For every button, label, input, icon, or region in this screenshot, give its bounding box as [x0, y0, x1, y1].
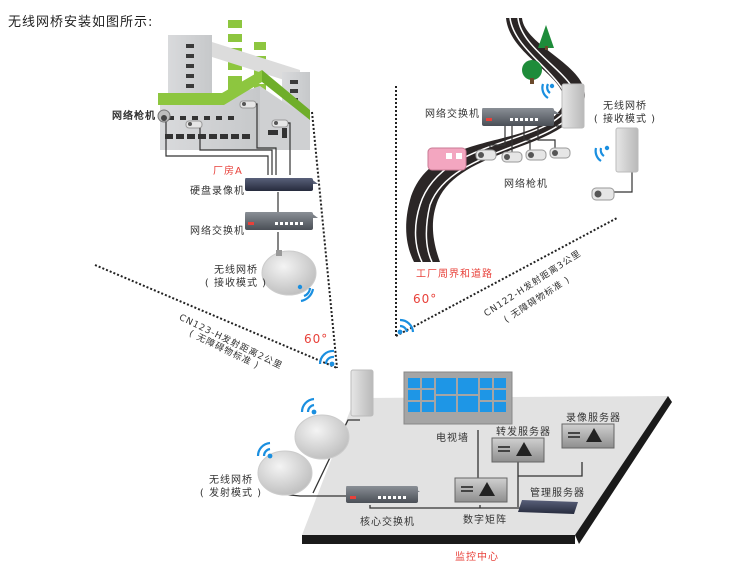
factory-camera-bullet-icon — [271, 119, 289, 128]
road-angle: 60° — [413, 292, 438, 306]
road-camera-bullet-icon — [475, 149, 497, 161]
digital-matrix — [454, 477, 508, 503]
factory-bridge-label-line2: ( 接收模式 ) — [204, 278, 268, 289]
factory-cables — [165, 103, 291, 250]
road-camera-bullet-icon — [549, 147, 571, 159]
factory-building — [158, 20, 310, 150]
factory-camera-dome-icon — [157, 109, 171, 123]
record-server-label: 录像服务器 — [566, 413, 621, 424]
road-bridge-panel-receiver — [615, 127, 639, 173]
mgmt-server-label: 管理服务器 — [530, 488, 585, 499]
road-switch-label: 网络交换机 — [425, 109, 480, 120]
road-bridge-label-line2: ( 接收模式 ) — [593, 114, 657, 125]
left-link-angle: 60° — [304, 332, 329, 346]
wifi-signal-icon — [318, 349, 335, 367]
wifi-signal-icon — [300, 397, 317, 415]
management-server — [518, 500, 578, 514]
factory-bridge-dish — [261, 250, 317, 296]
record-server — [561, 423, 615, 449]
factory-building-label: 厂房A — [213, 166, 243, 177]
road-bridge-label: 无线网桥 ( 接收模式 ) — [590, 100, 660, 126]
factory-camera-bullet-icon — [239, 100, 257, 109]
core-switch-label: 核心交换机 — [360, 517, 415, 528]
center-bridge-label-line1: 无线网桥 — [209, 475, 253, 486]
center-area-label: 监控中心 — [455, 552, 499, 563]
road-camera-bullet-icon — [525, 149, 547, 161]
forward-server — [491, 437, 545, 463]
factory-bridge-label-line1: 无线网桥 — [214, 265, 258, 276]
road-bridge-panel — [561, 83, 585, 129]
wifi-signal-icon — [594, 145, 610, 162]
factory-camera-label: 网络枪机 — [112, 111, 156, 122]
road-area-label: 工厂周界和道路 — [416, 269, 493, 280]
factory-camera-bullet-icon — [185, 120, 203, 129]
tv-wall-label: 电视墙 — [436, 433, 469, 444]
factory-bridge-label: 无线网桥 ( 接收模式 ) — [196, 264, 276, 290]
road — [406, 17, 585, 263]
coverage-lines — [94, 86, 618, 369]
center-bridge-dish — [294, 414, 350, 460]
tv-wall — [403, 371, 513, 425]
road-camera-label: 网络枪机 — [504, 179, 548, 190]
factory-switch-label: 网络交换机 — [190, 226, 245, 237]
center-bridge-panel — [350, 369, 374, 417]
road-camera-bullet-icon — [501, 151, 523, 163]
road-bridge-label-line1: 无线网桥 — [603, 101, 647, 112]
wifi-signal-icon — [256, 441, 273, 459]
forward-server-label: 转发服务器 — [496, 427, 551, 438]
page-title: 无线网桥安装如图所示: — [8, 15, 154, 30]
nvr-label: 硬盘录像机 — [190, 186, 245, 197]
center-bridge-label: 无线网桥 ( 发射模式 ) — [196, 474, 266, 500]
road-camera-bullet-icon — [591, 187, 615, 201]
center-bridge-dish — [257, 450, 313, 496]
truck-icon — [427, 147, 467, 171]
tree-icon — [538, 25, 554, 50]
tree-icon — [522, 60, 542, 84]
core-switch — [346, 486, 420, 503]
wifi-signal-icon — [397, 318, 415, 335]
nvr-device — [245, 178, 318, 191]
road-switch-device — [482, 108, 560, 126]
wifi-signal-icon — [541, 83, 555, 99]
center-bridge-label-line2: ( 发射模式 ) — [199, 488, 263, 499]
factory-switch-device — [245, 212, 318, 230]
wifi-signal-icon — [297, 284, 315, 303]
matrix-label: 数字矩阵 — [463, 515, 507, 526]
